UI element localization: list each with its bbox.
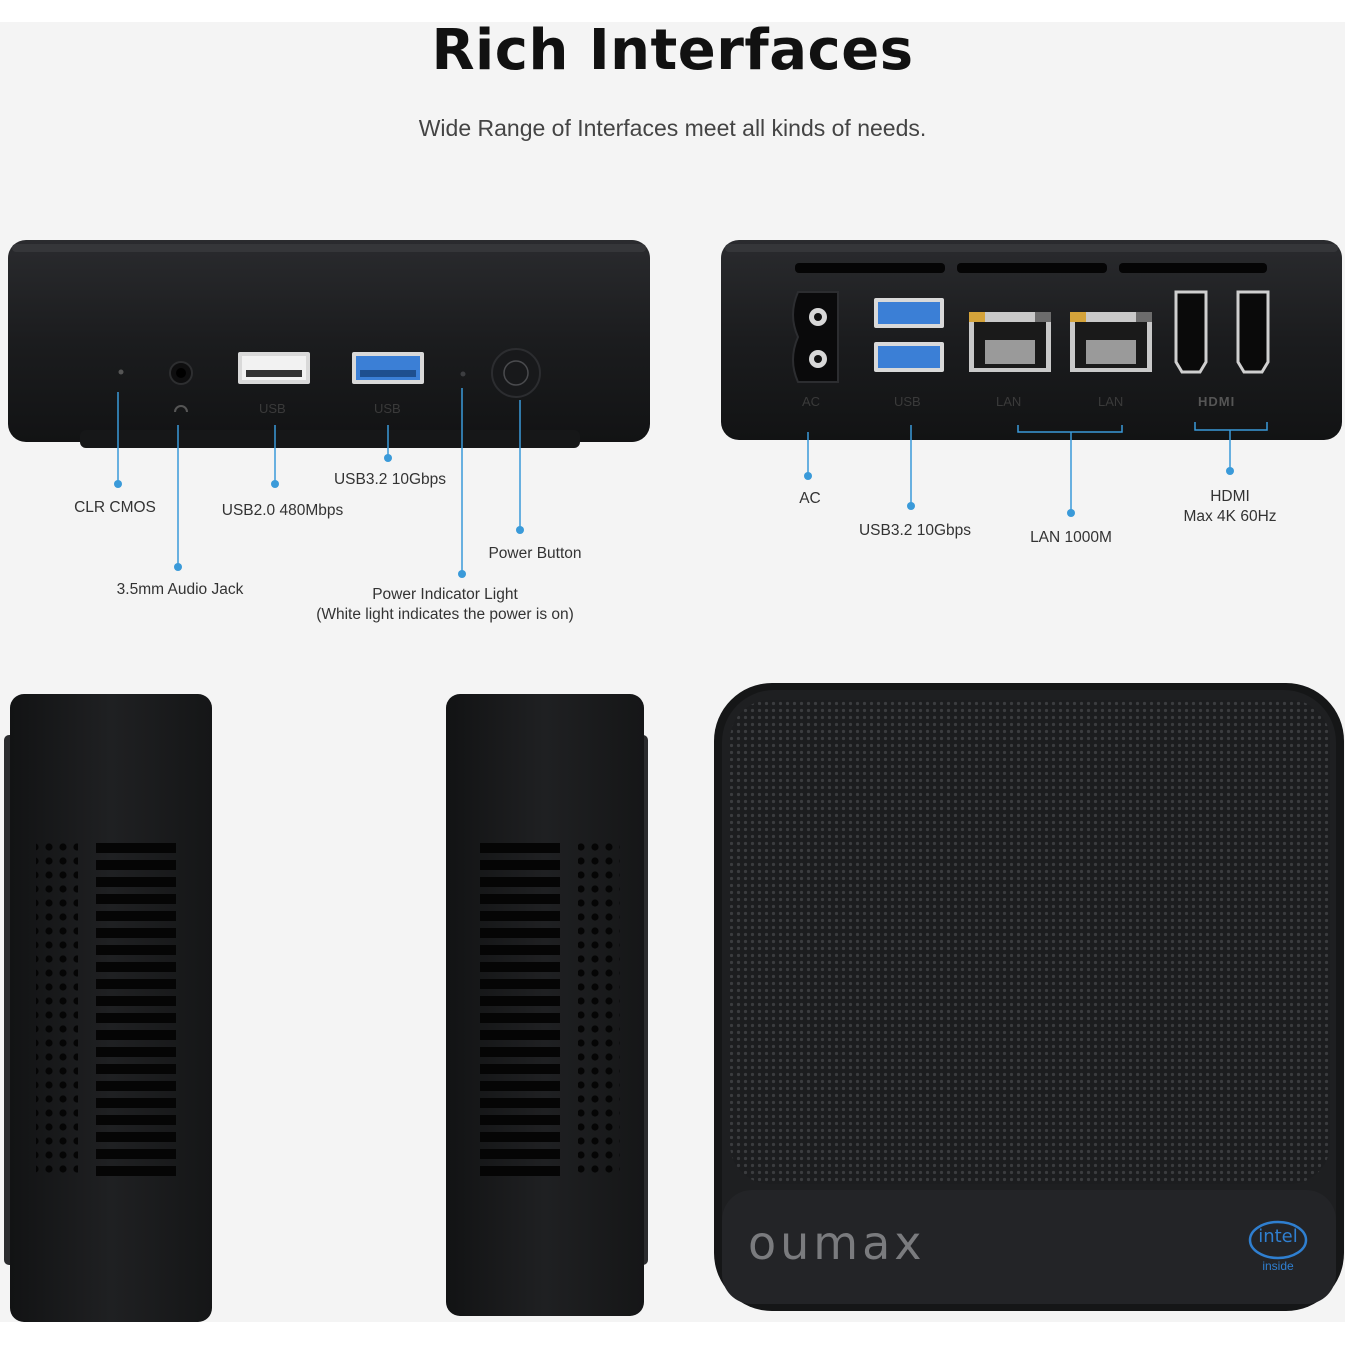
intel-badge-brand: intel — [1258, 1226, 1298, 1247]
ac-port — [792, 291, 839, 383]
callout-clr-cmos: CLR CMOS — [74, 499, 156, 516]
rear-lan2-label: LAN — [1098, 394, 1124, 409]
rear-lan1-label: LAN — [996, 394, 1022, 409]
callout-usb2: USB2.0 480Mbps — [221, 502, 344, 519]
callout-power-light: Power Indicator Light (White light indic… — [290, 585, 600, 625]
callout-audio-jack: 3.5mm Audio Jack — [116, 581, 244, 598]
power-button — [491, 348, 541, 398]
usb3-port — [352, 352, 424, 384]
power-indicator-light — [460, 371, 466, 377]
callout-hdmi-note: Max 4K 60Hz — [1183, 508, 1277, 525]
callout-usb3: USB3.2 10Gbps — [333, 471, 446, 488]
callout-ac: AC — [799, 490, 821, 507]
rear-hdmi-label: HDMI — [1198, 394, 1236, 409]
lan-port-2 — [1070, 312, 1152, 372]
brand-logo: oumax — [748, 1216, 926, 1270]
usb2-port — [238, 352, 310, 384]
front-usb1-label: USB — [259, 401, 286, 416]
intel-badge-ring — [1248, 1220, 1308, 1260]
hdmi-ports — [1174, 290, 1270, 374]
lan-port-1 — [969, 312, 1051, 372]
rear-ac-label: AC — [802, 394, 821, 409]
front-usb2-label: USB — [374, 401, 401, 416]
callout-lan: LAN 1000M — [1030, 529, 1112, 546]
front-device — [8, 240, 650, 448]
callout-power-light-note: (White light indicates the power is on) — [316, 606, 574, 623]
rear-device — [721, 240, 1342, 440]
callout-rear-usb: USB3.2 10Gbps — [858, 522, 971, 539]
intel-badge-sub: inside — [1262, 1259, 1294, 1273]
callout-power-button: Power Button — [488, 545, 582, 562]
page-title: Rich Interfaces — [431, 18, 914, 83]
callout-hdmi: HDMI Max 4K 60Hz — [1165, 487, 1295, 527]
side-view-right — [446, 694, 648, 1316]
page-subtitle: Wide Range of Interfaces meet all kinds … — [418, 115, 927, 141]
top-view-device — [714, 683, 1344, 1311]
clr-cmos-hole — [118, 369, 124, 375]
callout-power-light-title: Power Indicator Light — [372, 586, 518, 603]
rear-usb-ports — [874, 298, 944, 372]
side-view-left — [4, 694, 212, 1322]
callout-hdmi-title: HDMI — [1210, 488, 1250, 505]
rear-usb-label: USB — [894, 394, 921, 409]
top-mesh-grille — [730, 700, 1330, 1184]
callout-lines — [114, 388, 1268, 578]
